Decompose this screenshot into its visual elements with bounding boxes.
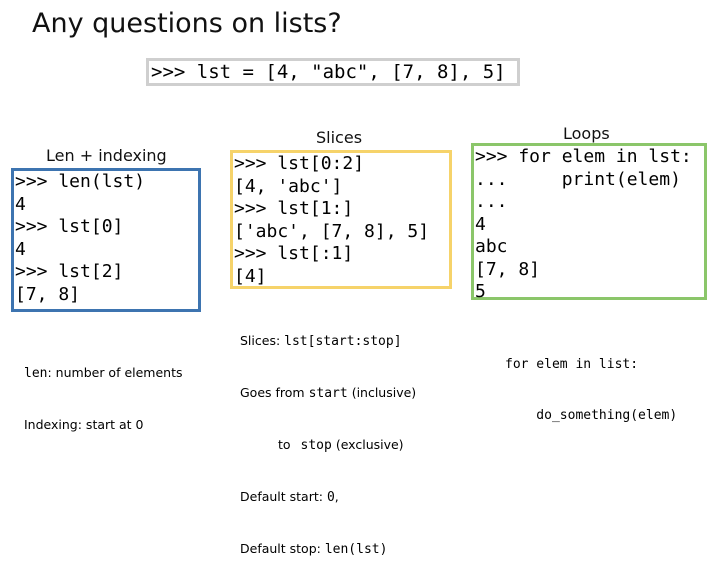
code-line: 5 [475,281,486,302]
slices-section-title: Slices [316,128,363,147]
code-line: 4 [15,193,26,215]
note-text: to [278,437,295,452]
slide-title: Any questions on lists? [32,8,342,39]
note-text: Slices: [240,333,285,348]
code-line: ['abc', [7, 8], 5] [234,220,430,242]
code-line: >>> lst[2] [15,261,124,282]
code-line: >>> lst[0] [15,216,124,237]
slices-note: Slices: lst[start:stop] Goes from start … [240,298,416,575]
note-code: start [308,386,348,401]
note-text: Default stop: [240,541,325,556]
loops-note: for elem in list: do_something(elem) [505,322,677,441]
note-text: Default start: [240,489,327,504]
code-line: >>> len(lst) [15,171,146,192]
code-line: 4 [475,213,486,235]
code-line: >>> for elem in lst: [475,146,692,167]
note-text: , [334,489,339,504]
len-note-text: : number of elements [47,365,183,380]
len-note-code: len [24,366,48,381]
code-line: ... print(elem) [475,168,681,190]
note-text: (exclusive) [331,437,404,452]
note-text: Goes from [240,385,309,400]
note-code: 0 [326,490,335,505]
code-line: >>> lst[1:] [234,198,354,219]
code-line: [7, 8] [15,283,81,305]
loops-section-title: Loops [563,124,610,143]
code-line: [7, 8] [475,258,541,280]
loops-note-line: do_something(elem) [505,408,678,423]
code-line: 4 [15,238,26,260]
len-note: len: number of elements Indexing: start … [24,330,183,450]
note-code: len(lst) [324,542,388,557]
loops-note-line: for elem in list: [505,357,639,372]
code-line: >>> lst[0:2] [234,153,365,174]
slices-code-box: >>> lst[0:2] [4, 'abc'] >>> lst[1:] ['ab… [230,150,452,289]
loops-code-box: >>> for elem in lst: ... print(elem) ...… [471,143,707,302]
code-line: abc [475,236,508,257]
code-line: ... [475,191,508,212]
len-code-box: >>> len(lst) 4 >>> lst[0] 4 >>> lst[2] [… [11,168,201,312]
code-line: [4, 'abc'] [234,175,343,197]
code-line: [4] [234,265,267,287]
code-line: >>> lst[:1] [234,243,354,264]
main-code-block: >>> lst = [4, "abc", [7, 8], 5] [146,58,520,86]
len-section-title: Len + indexing [46,146,167,165]
note-code: stop [300,438,332,453]
indexing-note-text: Indexing: start at 0 [24,417,144,432]
note-text: (inclusive) [347,385,417,400]
note-code: lst[start:stop] [284,334,402,349]
